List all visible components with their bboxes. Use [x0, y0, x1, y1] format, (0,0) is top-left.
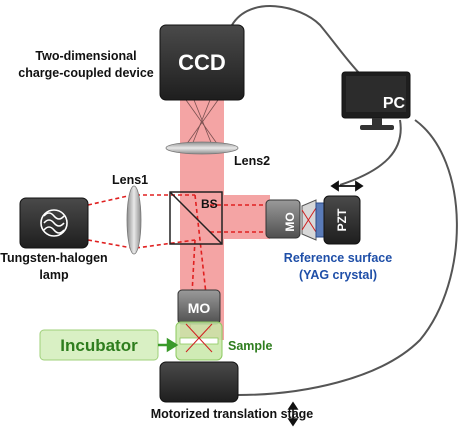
monitor-icon: [341, 71, 411, 130]
beam-splitter-diagonal: [169, 191, 223, 245]
ccd-box-label: CCD: [178, 50, 226, 75]
reference-label-line2: (YAG crystal): [299, 268, 377, 282]
lamp-icon: [40, 209, 68, 237]
stage-label: Motorized translation stage: [151, 407, 314, 421]
sample-mo-label: MO: [188, 300, 211, 316]
stage-box: [159, 361, 239, 403]
sample-slide: [179, 337, 219, 345]
bs-label: BS: [201, 197, 218, 211]
double-arrow-vertical-icon: [287, 401, 299, 427]
lamp-label-line2: lamp: [39, 268, 69, 282]
lens2: [165, 141, 239, 155]
lens1: [126, 185, 142, 255]
reference-mo-label: MO: [283, 212, 297, 231]
incubator-arrow-icon: [158, 337, 179, 353]
ccd-box: [159, 24, 245, 101]
illumination-rays: [87, 194, 268, 331]
incubator-label: Incubator: [60, 336, 138, 355]
pzt-box: [323, 195, 361, 245]
cable-pc-pzt: [339, 119, 402, 186]
reference-surface: [301, 199, 317, 241]
sample-label: Sample: [228, 339, 273, 353]
yag-crystal: [315, 202, 325, 238]
double-arrow-icon: [330, 180, 364, 192]
ccd-rays: [185, 99, 219, 146]
beam-splitter: [169, 191, 223, 245]
lens2-label: Lens2: [234, 154, 270, 168]
pc-label: PC: [383, 95, 406, 112]
pzt-label: PZT: [335, 208, 349, 231]
sample-rays: [185, 323, 213, 353]
ccd-caption-line1: Two-dimensional: [35, 49, 136, 63]
ccd-caption-line2: charge-coupled device: [18, 66, 154, 80]
reference-label-line1: Reference surface: [284, 251, 392, 265]
lamp-label-line1: Tungsten-halogen: [0, 251, 107, 265]
reference-mo: [265, 199, 301, 239]
reference-rays: [301, 207, 317, 233]
lens1-label: Lens1: [112, 173, 148, 187]
cable-pc-stage: [237, 119, 458, 396]
